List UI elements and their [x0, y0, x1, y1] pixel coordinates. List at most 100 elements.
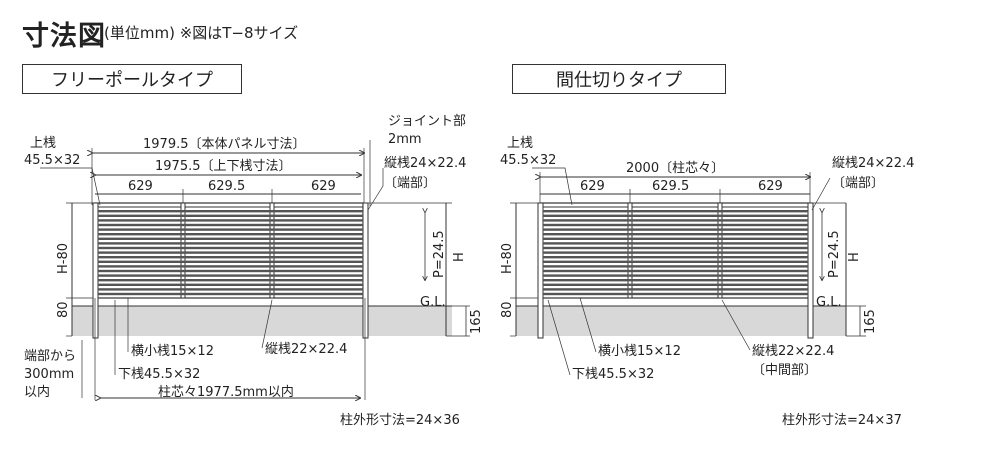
- slat: [543, 242, 808, 245]
- slat: [98, 214, 363, 217]
- slat: [98, 251, 363, 254]
- post-size-label-right: 柱外形寸法=24×37: [782, 413, 902, 428]
- left-diagram: [40, 140, 470, 400]
- post-size-label: 柱外形寸法=24×36: [340, 413, 460, 428]
- slat: [543, 210, 808, 213]
- depth-dim-label: 165: [469, 309, 484, 334]
- slat: [543, 223, 808, 227]
- slat: [543, 214, 808, 217]
- bottom-rail-label: 下桟45.5×32: [118, 367, 200, 382]
- slat: [98, 242, 363, 245]
- small-rail-label-right: 横小桟15×12: [598, 344, 681, 359]
- mid-vertical-right-2: [717, 202, 723, 299]
- slats: [98, 210, 363, 296]
- h-label: H: [452, 252, 467, 262]
- tab-free-pole-type: フリーポールタイプ: [22, 64, 242, 94]
- ground-band: [72, 306, 452, 336]
- gl-label-right: G.L.: [816, 295, 842, 310]
- height-label-right: H-80: [500, 243, 515, 274]
- mid-vertical-1: [180, 202, 186, 299]
- top-rail-size: 45.5×32: [24, 153, 80, 168]
- slat: [543, 265, 808, 268]
- slat: [98, 274, 363, 277]
- slat: [98, 233, 363, 236]
- slat: [543, 251, 808, 254]
- rail-dim-label: 1975.5〔上下桟寸法〕: [155, 159, 292, 174]
- slat: [98, 210, 363, 213]
- top-rail-label: 上桟: [30, 136, 56, 151]
- end-note-line-1: 端部から: [24, 349, 76, 364]
- slat: [543, 279, 808, 282]
- slat: [98, 237, 363, 240]
- top-rail-label-right: 上桟: [507, 136, 533, 151]
- span-1-label: 629: [128, 179, 153, 194]
- slat: [98, 265, 363, 268]
- h-label-right: H: [847, 252, 862, 262]
- joint-size: 2mm: [388, 132, 422, 147]
- slat: [98, 288, 363, 291]
- depth-dim-label-right: 165: [863, 309, 878, 334]
- slat: [543, 228, 808, 231]
- base-dim-label: 80: [56, 301, 71, 318]
- right-diagram: [510, 167, 866, 376]
- slat: [543, 288, 808, 291]
- vertical-end-note-right: 〔端部〕: [832, 176, 884, 191]
- end-note-line-2: 300mm: [24, 367, 74, 382]
- tab-partition-type: 間仕切りタイプ: [512, 64, 726, 94]
- mid-vertical-right-1: [627, 202, 633, 299]
- post-right: [362, 202, 369, 339]
- post-right-right: [807, 202, 814, 339]
- slat: [543, 269, 808, 273]
- span-1-label-right: 629: [580, 179, 605, 194]
- post-left-right: [537, 202, 544, 339]
- span-3-label: 629: [311, 179, 336, 194]
- slat: [98, 228, 363, 231]
- slat: [543, 237, 808, 240]
- top-rail-size-right: 45.5×32: [500, 153, 556, 168]
- slat: [543, 283, 808, 286]
- joint-label: ジョイント部: [388, 114, 466, 129]
- slat: [98, 283, 363, 286]
- vertical-end-note: 〔端部〕: [384, 176, 436, 191]
- slat: [98, 219, 363, 222]
- body-panel-dim-label: 1979.5〔本体パネル寸法〕: [143, 137, 306, 152]
- slat: [98, 246, 363, 250]
- span-3-label-right: 629: [758, 179, 783, 194]
- post-pitch-label-right: 2000〔柱芯々〕: [626, 161, 724, 176]
- slat: [543, 246, 808, 250]
- slats-right: [543, 210, 808, 296]
- slat: [543, 256, 808, 259]
- base-dim-label-right: 80: [500, 301, 515, 318]
- page-title: 寸法図: [22, 21, 106, 52]
- slat: [543, 219, 808, 222]
- post-pitch-label: 柱芯々1977.5mm以内: [158, 384, 294, 400]
- slat: [98, 223, 363, 227]
- slat: [543, 233, 808, 236]
- pitch-label-right: P=24.5: [827, 230, 842, 278]
- slat: [543, 260, 808, 263]
- bottom-rail-label-right: 下桟45.5×32: [572, 367, 654, 382]
- slat: [98, 292, 363, 296]
- mid-vertical-label-right: 縦桟22×22.4: [752, 344, 834, 359]
- mid-vertical-2: [269, 202, 275, 299]
- mid-vertical-label: 縦桟22×22.4: [265, 342, 347, 357]
- post-left: [92, 202, 99, 339]
- vertical-end-label-right: 縦桟24×22.4: [832, 156, 914, 171]
- slat: [98, 279, 363, 282]
- slat: [543, 274, 808, 277]
- gl-label: G.L.: [420, 295, 446, 310]
- slat: [98, 256, 363, 259]
- small-rail-label: 横小桟15×12: [131, 344, 214, 359]
- slat: [98, 269, 363, 273]
- mid-vertical-note-right: 〔中間部〕: [752, 363, 817, 378]
- pitch-label: P=24.5: [432, 230, 447, 278]
- ground-band-right: [516, 306, 846, 336]
- page-subtitle: (単位mm) ※図はT−8サイズ: [104, 24, 299, 42]
- span-2-label: 629.5: [208, 179, 245, 194]
- span-2-label-right: 629.5: [652, 179, 689, 194]
- slat: [543, 292, 808, 296]
- end-note-line-3: 以内: [24, 384, 50, 400]
- vertical-end-label: 縦桟24×22.4: [384, 156, 466, 171]
- slat: [98, 260, 363, 263]
